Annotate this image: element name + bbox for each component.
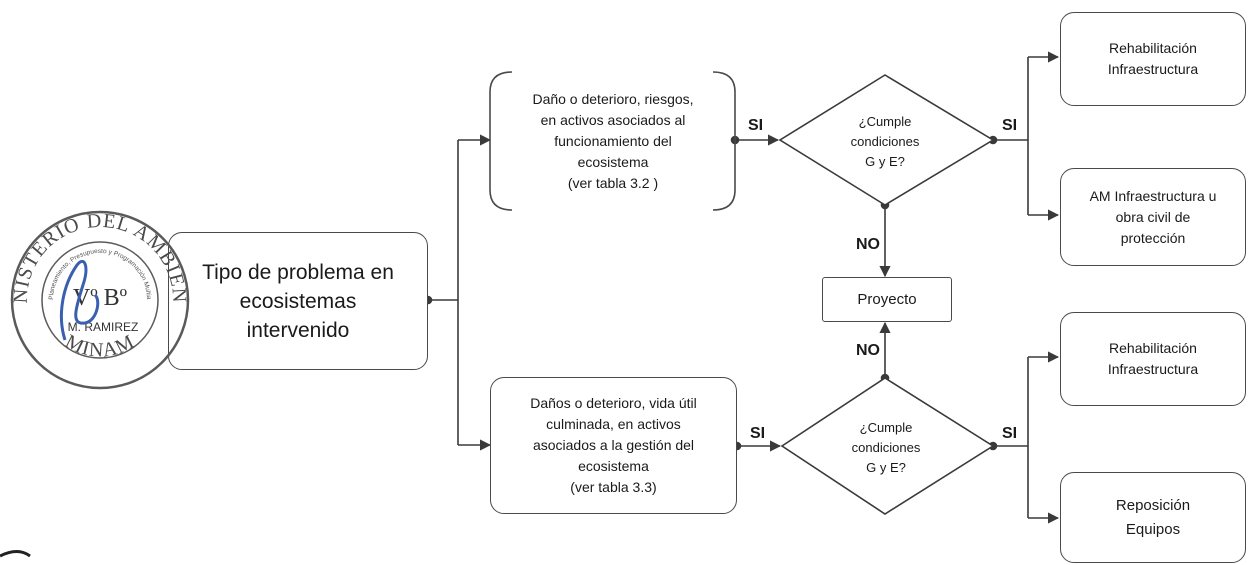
si-label-bottom-left: SI [750, 425, 766, 442]
root-line-1: Tipo de problema en [202, 260, 394, 284]
decision-bottom-shape [780, 377, 995, 515]
outcome-top-2-line-1: AM Infraestructura u [1089, 187, 1217, 204]
outcome-bottom-2: Reposición Equipos [1060, 472, 1246, 563]
branch-bottom-line-2: culminada, en activos [546, 416, 681, 432]
outcome-top-1-line-2: Infraestructura [1107, 61, 1199, 77]
branch-bottom-line-5: (ver tabla 3.3) [570, 479, 657, 495]
no-label-bottom: NO [856, 342, 880, 359]
branch-top-line-1: Daño o deterioro, riesgos, [532, 90, 694, 107]
branch-bottom-line-4: ecosistema [578, 458, 649, 474]
root-line-2: ecosistemas [239, 289, 357, 313]
root-line-3: intervenido [246, 318, 350, 342]
project-label: Proyecto [857, 291, 917, 308]
branch-top-line-3: funcionamiento del [554, 132, 672, 149]
corner-arrow-fragment [0, 550, 31, 558]
decision-bottom-text: ¿Cumple condiciones G y E? [826, 418, 946, 478]
branch-top-line-2: en activos asociados al [540, 111, 686, 128]
outcome-bottom-1-line-1: Rehabilitación [1109, 340, 1197, 356]
decision-bottom-line-2: condiciones [851, 440, 921, 455]
decision-top-text: ¿Cumple condiciones G y E? [825, 112, 945, 172]
outcome-bottom-1-line-2: Infraestructura [1107, 361, 1199, 377]
decision-bottom-line-1: ¿Cumple [859, 420, 913, 435]
outcome-top-2-line-3: protección [1120, 229, 1186, 246]
si-label-top-left: SI [748, 117, 764, 134]
decision-bottom-line-3: G y E? [866, 460, 906, 475]
branch-bottom-node: Daños o deterioro, vida útil culminada, … [490, 377, 737, 514]
outcome-top-2: AM Infraestructura u obra civil de prote… [1060, 168, 1246, 266]
branch-bottom-line-1: Daños o deterioro, vida útil [530, 395, 697, 411]
si-label-bottom-right: SI [1002, 425, 1018, 442]
si-label-top-right: SI [1002, 117, 1018, 134]
outcome-bottom-2-line-2: Equipos [1125, 520, 1181, 538]
branch-top-right-bracket [712, 71, 736, 211]
official-seal: MINISTERIO DEL AMBIENTE MINAM Oficina Ge… [5, 205, 189, 390]
signature-scribble [59, 259, 100, 341]
outcome-bottom-1: Rehabilitación Infraestructura [1060, 312, 1246, 406]
decision-top-shape [778, 74, 995, 206]
branch-top-left-bracket [489, 71, 513, 211]
branch-top-line-5: (ver tabla 3.2 ) [567, 174, 659, 191]
decision-top-line-1: ¿Cumple [858, 114, 912, 129]
project-node: Proyecto [822, 277, 952, 322]
no-label-top: NO [856, 236, 880, 253]
outcome-top-1: Rehabilitación Infraestructura [1060, 12, 1246, 106]
outcome-bottom-2-line-1: Reposición [1115, 496, 1191, 514]
decision-top-line-2: condiciones [850, 134, 920, 149]
branch-top-node: Daño o deterioro, riesgos, en activos as… [493, 74, 733, 208]
branch-bottom-line-3: asociados a la gestión del [532, 437, 695, 453]
decision-top-line-3: G y E? [865, 154, 905, 169]
outcome-top-1-line-1: Rehabilitación [1109, 40, 1197, 56]
branch-top-line-4: ecosistema [577, 153, 649, 170]
svg-text:MINAM: MINAM [62, 330, 139, 361]
root-node: Tipo de problema en ecosistemas interven… [168, 232, 428, 370]
seal-bottom-text: MINAM [62, 330, 138, 361]
outcome-top-2-line-2: obra civil de [1115, 208, 1191, 225]
